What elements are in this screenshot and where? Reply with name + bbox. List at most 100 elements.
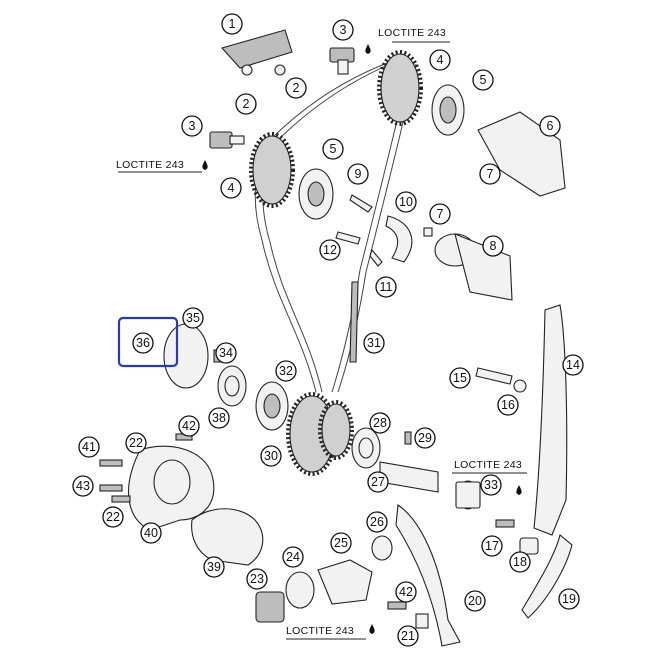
part-callout-43[interactable]: 43 <box>72 475 94 497</box>
part-callout-26[interactable]: 26 <box>366 511 388 533</box>
part-callout-38[interactable]: 38 <box>208 407 230 429</box>
svg-text:24: 24 <box>286 550 300 564</box>
part-callout-22[interactable]: 22 <box>125 432 147 454</box>
part-callout-4[interactable]: 4 <box>429 49 451 71</box>
camshaft-gear-upper <box>377 50 423 126</box>
part-callout-10[interactable]: 10 <box>395 191 417 213</box>
part-callout-18[interactable]: 18 <box>509 551 531 573</box>
part-callout-25[interactable]: 25 <box>330 532 352 554</box>
part-callout-27[interactable]: 27 <box>367 471 389 493</box>
decompressor-pin <box>349 194 373 213</box>
svg-text:20: 20 <box>468 594 482 608</box>
part-callout-3[interactable]: 3 <box>181 115 203 137</box>
pin <box>404 431 412 445</box>
part-callout-6[interactable]: 6 <box>539 115 561 137</box>
loctite-drop-icon <box>369 624 375 634</box>
svg-text:26: 26 <box>370 515 384 529</box>
part-callout-2[interactable]: 2 <box>235 93 257 115</box>
svg-text:22: 22 <box>129 436 143 450</box>
part-callout-34[interactable]: 34 <box>215 342 237 364</box>
gear-washer <box>351 427 381 469</box>
part-callout-41[interactable]: 41 <box>78 436 100 458</box>
part-callout-16[interactable]: 16 <box>497 394 519 416</box>
tensioner-body <box>317 559 373 605</box>
part-callout-11[interactable]: 11 <box>375 276 397 298</box>
part-callout-17[interactable]: 17 <box>481 535 503 557</box>
part-callout-42[interactable]: 42 <box>178 415 200 437</box>
svg-text:30: 30 <box>264 449 278 463</box>
screw <box>495 519 515 528</box>
svg-text:31: 31 <box>367 336 381 350</box>
leader-lines <box>118 41 527 640</box>
part-callout-15[interactable]: 15 <box>449 367 471 389</box>
part-callout-32[interactable]: 32 <box>275 360 297 382</box>
part-callout-5[interactable]: 5 <box>322 138 344 160</box>
crank-gear <box>286 392 354 476</box>
svg-text:43: 43 <box>76 479 90 493</box>
svg-text:39: 39 <box>207 560 221 574</box>
timing-chain-segment <box>349 281 359 363</box>
dowel-pin <box>423 227 433 237</box>
part-callout-14[interactable]: 14 <box>562 354 584 376</box>
svg-text:22: 22 <box>106 510 120 524</box>
crank-bearing <box>255 381 289 431</box>
svg-text:17: 17 <box>485 539 499 553</box>
bearing-shell <box>274 64 286 76</box>
part-callout-8[interactable]: 8 <box>482 235 504 257</box>
part-callout-33[interactable]: 33 <box>480 474 502 496</box>
loctite-label: LOCTITE 243 <box>286 625 354 637</box>
camshaft-gear-lower <box>249 132 295 208</box>
highlight-box <box>117 316 179 368</box>
part-callout-29[interactable]: 29 <box>414 427 436 449</box>
svg-text:21: 21 <box>401 629 415 643</box>
part-callout-23[interactable]: 23 <box>246 568 268 590</box>
svg-text:29: 29 <box>418 431 432 445</box>
part-callout-20[interactable]: 20 <box>464 590 486 612</box>
svg-text:10: 10 <box>399 195 413 209</box>
part-callout-31[interactable]: 31 <box>363 332 385 354</box>
svg-text:36: 36 <box>136 336 150 350</box>
svg-text:34: 34 <box>219 346 233 360</box>
pump-gasket <box>191 508 264 566</box>
part-callout-19[interactable]: 19 <box>558 588 580 610</box>
part-callout-42[interactable]: 42 <box>395 581 417 603</box>
cam-bridge <box>221 29 293 69</box>
part-callout-7[interactable]: 7 <box>479 163 501 185</box>
part-callout-1[interactable]: 1 <box>221 13 243 35</box>
part-callout-21[interactable]: 21 <box>397 625 419 647</box>
spacer-washer <box>217 365 247 407</box>
svg-text:32: 32 <box>279 364 293 378</box>
part-callout-40[interactable]: 40 <box>140 522 162 544</box>
part-callout-35[interactable]: 35 <box>182 307 204 329</box>
screw <box>99 459 123 467</box>
tensioner-rail <box>395 504 461 647</box>
part-callout-9[interactable]: 9 <box>347 163 369 185</box>
part-callout-4[interactable]: 4 <box>220 177 242 199</box>
svg-text:11: 11 <box>380 280 393 294</box>
part-callout-2[interactable]: 2 <box>285 77 307 99</box>
part-callout-24[interactable]: 24 <box>282 546 304 568</box>
svg-text:27: 27 <box>371 475 385 489</box>
part-callout-22[interactable]: 22 <box>102 506 124 528</box>
part-callout-7[interactable]: 7 <box>429 203 451 225</box>
svg-text:8: 8 <box>490 239 497 253</box>
svg-text:5: 5 <box>330 142 337 156</box>
part-callout-12[interactable]: 12 <box>319 239 341 261</box>
bolt-shank <box>229 135 245 145</box>
part-callout-3[interactable]: 3 <box>332 19 354 41</box>
svg-text:41: 41 <box>82 440 96 454</box>
part-callout-28[interactable]: 28 <box>369 412 391 434</box>
svg-text:16: 16 <box>501 398 515 412</box>
svg-text:6: 6 <box>547 119 554 133</box>
seal-ring <box>285 571 315 609</box>
part-callout-5[interactable]: 5 <box>472 69 494 91</box>
svg-text:28: 28 <box>373 416 387 430</box>
part-callout-39[interactable]: 39 <box>203 556 225 578</box>
idler-shaft <box>379 461 439 493</box>
sleeve <box>415 613 429 629</box>
part-callout-36[interactable]: 36 <box>132 332 154 354</box>
svg-text:1: 1 <box>229 17 236 31</box>
part-callout-30[interactable]: 30 <box>260 445 282 467</box>
svg-text:9: 9 <box>355 167 362 181</box>
